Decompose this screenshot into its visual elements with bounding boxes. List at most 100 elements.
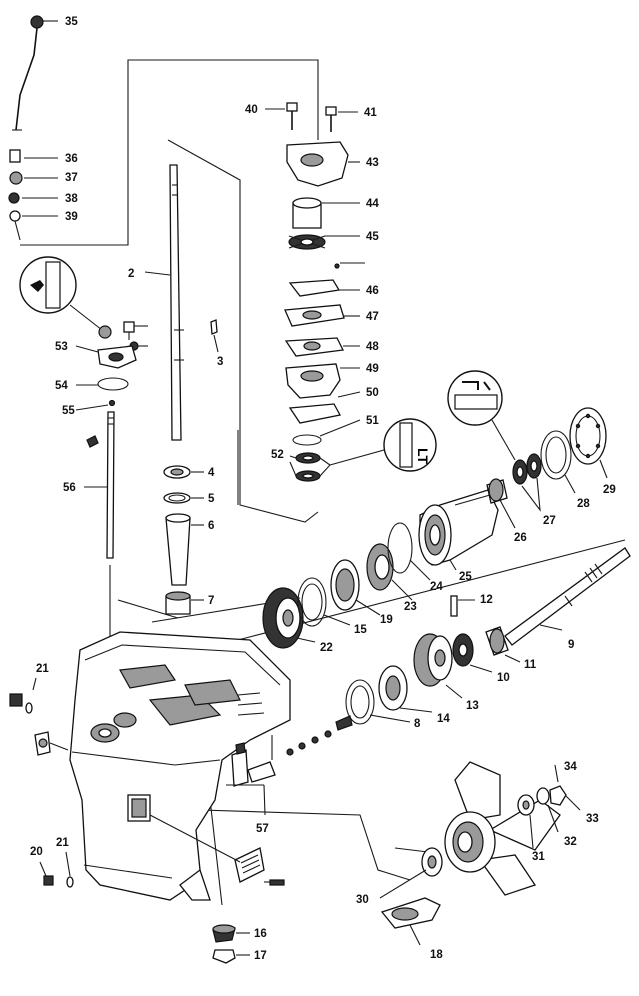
callout-24: 24 (430, 581, 443, 593)
callout-12: 12 (480, 594, 493, 606)
part-2-drive-shaft (169, 164, 182, 441)
part-13-forward-gear (413, 633, 453, 687)
callout-29: 29 (603, 484, 616, 496)
callout-47: 47 (366, 311, 379, 323)
callout-50: 50 (366, 387, 379, 399)
callout-33: 33 (586, 813, 599, 825)
part-6-sleeve (165, 517, 191, 586)
callout-17: 17 (254, 950, 267, 962)
callout-30: 30 (356, 894, 369, 906)
shift-rod-group (75, 321, 148, 740)
callout-8: 8 (414, 718, 421, 730)
callout-21-upper: 21 (36, 663, 49, 675)
propeller-group (379, 761, 581, 899)
callout-44: 44 (366, 198, 379, 210)
callout-16: 16 (254, 928, 267, 940)
part-25-bearing-carrier (418, 489, 499, 566)
callout-51: 51 (366, 415, 379, 427)
part-15-shim (297, 577, 327, 627)
part-10-shift-plunger (452, 633, 474, 667)
part-55-clip (108, 399, 116, 407)
callout-48: 48 (366, 341, 379, 353)
callout-56: 56 (63, 482, 76, 494)
callout-11: 11 (524, 659, 537, 671)
part-19-race (330, 559, 360, 611)
adhesive-callout-icon (447, 370, 516, 461)
callout-28: 28 (577, 498, 590, 510)
part-3-key (210, 319, 218, 335)
part-20-bolt (43, 875, 54, 886)
callout-31: 31 (532, 851, 545, 863)
callout-27: 27 (543, 515, 556, 527)
callout-38: 38 (65, 193, 78, 205)
callout-3: 3 (217, 356, 223, 368)
callout-40: 40 (245, 104, 258, 116)
callout-4: 4 (208, 467, 215, 479)
callout-25: 25 (459, 571, 472, 583)
svg-text:LT: LT (415, 448, 431, 465)
callout-35: 35 (65, 16, 78, 28)
callout-13: 13 (466, 700, 479, 712)
part-21-washer-lower (66, 876, 74, 888)
callout-6: 6 (208, 520, 214, 532)
part-33-prop-nut (549, 785, 567, 806)
callout-32: 32 (564, 836, 577, 848)
callout-37: 37 (65, 172, 78, 184)
callout-55: 55 (62, 405, 75, 417)
callout-5: 5 (208, 493, 215, 505)
callout-14: 14 (437, 713, 450, 725)
part-41-bolt (325, 106, 337, 116)
callout-46: 46 (366, 285, 379, 297)
gearcase-housing (69, 631, 291, 901)
callout-43: 43 (366, 157, 379, 169)
part-56-shift-rod (106, 411, 115, 559)
callout-19: 19 (380, 614, 393, 626)
part-21-washer-upper (25, 702, 33, 714)
part-38-clip (8, 192, 20, 204)
water-pump-group (265, 102, 385, 482)
callout-2: 2 (128, 268, 134, 280)
part-50-base-gasket (288, 403, 341, 424)
callout-20: 20 (30, 846, 43, 858)
shift-linkage (8, 15, 58, 241)
part-26-needle-bearing (486, 478, 508, 504)
part-34-cotter-pin (554, 764, 559, 783)
part-39-bushing (9, 210, 21, 222)
callout-26: 26 (514, 532, 527, 544)
prop-shaft-group (345, 547, 631, 725)
part-24-o-ring (387, 522, 413, 574)
part-17-nut (212, 949, 236, 964)
callout-9: 9 (568, 639, 574, 651)
part-12-cross-pin (450, 595, 458, 617)
part-37-nut (9, 171, 23, 185)
callout-10: 10 (497, 672, 510, 684)
callout-53: 53 (55, 341, 68, 353)
part-35-shift-rod (15, 27, 38, 131)
callout-54: 54 (55, 380, 68, 392)
callout-57: 57 (256, 823, 269, 835)
callout-34: 34 (564, 761, 577, 773)
part-14-tapered-bearing (378, 665, 408, 711)
part-40-bolt (286, 102, 298, 112)
part-22-reverse-gear (262, 587, 304, 649)
callout-labels: 35 36 37 38 39 40 41 43 44 45 46 47 48 4… (30, 16, 616, 962)
sealant-callout-icon: LT (383, 418, 437, 472)
part-23-ball-bearing (366, 543, 394, 591)
drive-shaft-group (144, 164, 219, 615)
part-46-gasket (288, 279, 341, 297)
callout-41: 41 (364, 107, 377, 119)
grease-callout-icon (19, 256, 103, 331)
part-9-propeller-shaft (504, 547, 631, 646)
part-18-trim-tab (380, 897, 441, 946)
part-45-impeller (288, 234, 326, 250)
part-31-propeller (444, 761, 561, 896)
part-29-ring-nut (569, 407, 607, 465)
reverse-gear-group (262, 407, 608, 649)
callout-18: 18 (430, 949, 443, 961)
callout-15: 15 (354, 624, 367, 636)
callout-39: 39 (65, 211, 78, 223)
part-28-circlip (540, 430, 572, 480)
callout-52: 52 (271, 449, 284, 461)
part-54-o-ring (97, 377, 129, 391)
